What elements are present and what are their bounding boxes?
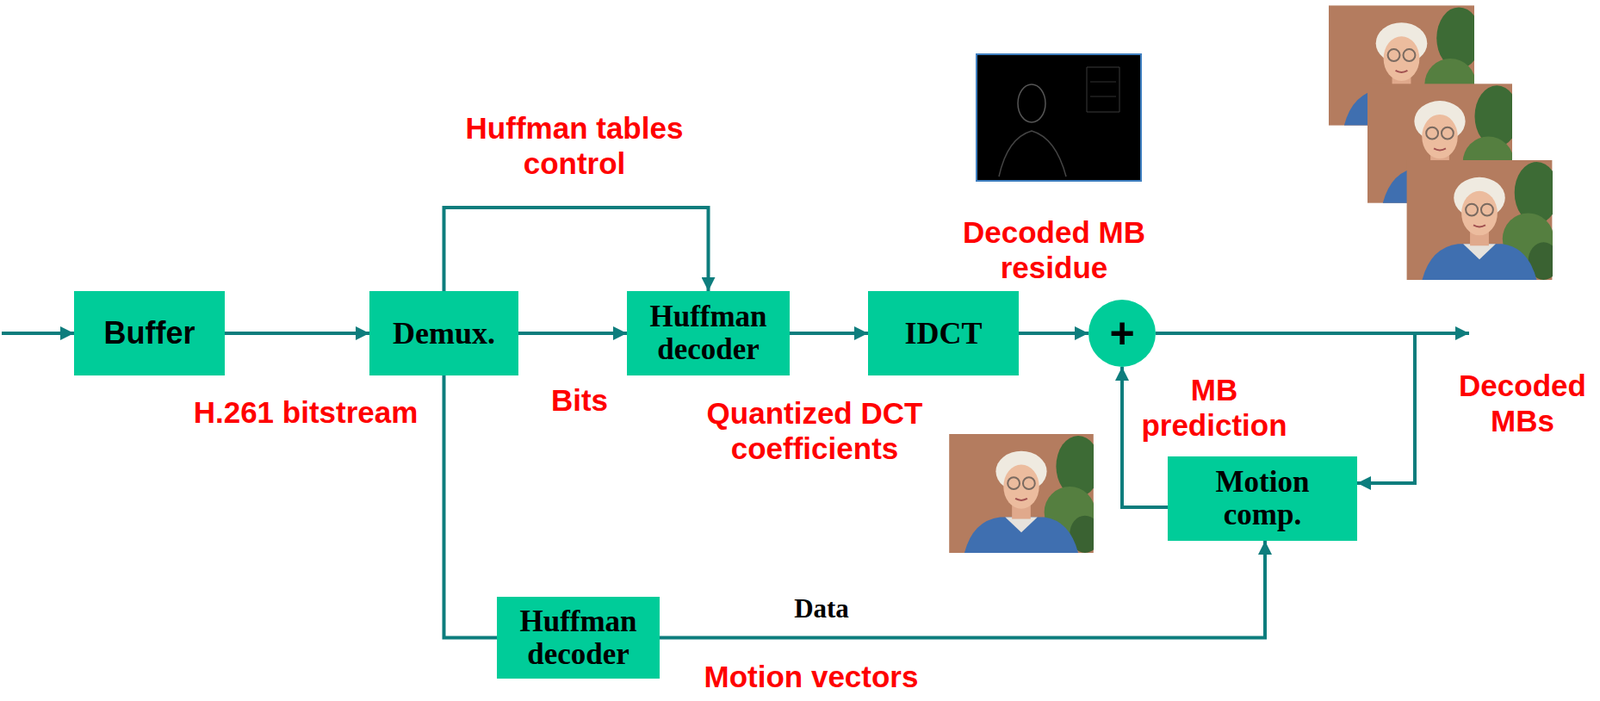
connector-arrow [659,540,1266,639]
edge-label: Decoded MB residue [955,214,1153,286]
output-label: Decoded MBs [1457,367,1588,440]
decoded-frame-image [1407,160,1560,280]
connector-arrow [444,375,498,639]
edge-label: MB prediction [1132,372,1297,444]
connector-arrow [1018,331,1089,335]
reference-frame-image [948,434,1100,553]
signal-label: H.261 bitstream [193,394,419,430]
demux-box: Demux. [369,291,519,376]
node-text: Motion comp. [1174,465,1351,532]
node-text: Buffer [104,316,196,351]
connector-arrow [224,331,370,335]
node-text: Demux. [392,316,496,351]
residue-image [976,54,1142,181]
node-text: Huffman decoder [633,300,783,366]
idct-box: IDCT [868,291,1019,376]
node-text: Huffman decoder [503,605,653,671]
motion-comp-box: Motion comp. [1167,456,1358,541]
connector-arrow [789,331,869,335]
edge-label: Bits [551,382,608,418]
signal-label: Data [793,593,850,626]
huffman-decoder-box: Huffman decoder [626,291,790,376]
adder-circle: + [1088,299,1156,367]
node-text: + [1109,311,1135,355]
edge-label: Huffman tables control [456,110,694,182]
edge-label: Motion vectors [704,658,919,695]
buffer-box: Buffer [74,291,225,376]
node-text: IDCT [904,316,982,351]
input-arrow [1,331,75,335]
edge-label: Quantized DCT coefficients [699,395,931,467]
connector-arrow [444,207,709,292]
huffman-decoder-box: Huffman decoder [496,596,660,679]
connector-arrow [518,331,627,335]
